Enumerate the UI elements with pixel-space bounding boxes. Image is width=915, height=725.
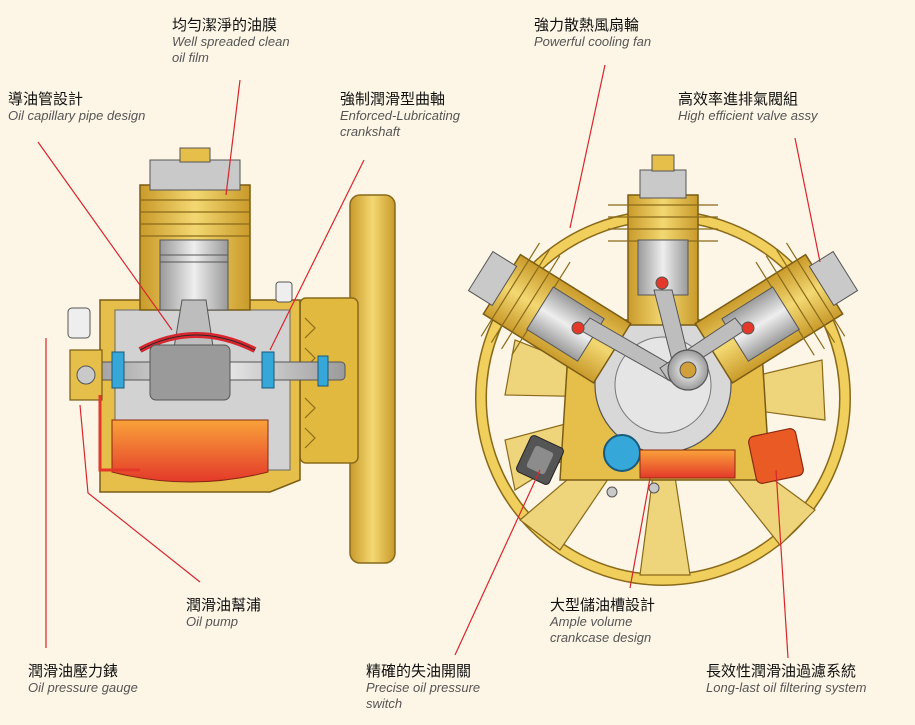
- leader-switch: [454, 469, 541, 656]
- oil-filter: [748, 428, 804, 484]
- label-pump-zh: 潤滑油幫浦: [186, 596, 262, 614]
- label-fan-en: Powerful cooling fan: [534, 34, 652, 49]
- leader-oil-film: [225, 79, 241, 196]
- leader-pump: [79, 404, 201, 583]
- leader-capillary: [37, 141, 173, 331]
- leader-valve: [794, 137, 821, 263]
- leader-fan: [569, 64, 606, 229]
- label-valve-zh: 高效率進排氣閥組: [678, 90, 799, 108]
- label-capillary-en: Oil capillary pipe design: [8, 108, 146, 123]
- leader-filter: [775, 469, 789, 659]
- cylinder-head: [149, 159, 241, 191]
- label-gauge: 潤滑油壓力錶 Oil pressure gauge: [28, 662, 138, 696]
- head-cap: [179, 147, 211, 163]
- leader-lines: [37, 64, 821, 659]
- label-pump: 潤滑油幫浦 Oil pump: [186, 596, 261, 630]
- oil-sump: [111, 419, 269, 483]
- label-fan-zh: 強力散熱風扇輪: [534, 16, 640, 34]
- pressure-gauge: [67, 307, 91, 339]
- label-crankcase-zh: 大型儲油槽設計: [550, 596, 656, 614]
- label-gauge-zh: 潤滑油壓力錶: [28, 662, 119, 680]
- leader-crankcase: [629, 477, 651, 589]
- cylinder-left: [467, 242, 632, 384]
- leader-crankshaft: [269, 159, 365, 351]
- side-section-compressor: [67, 147, 396, 564]
- bearing-right: [261, 351, 275, 389]
- label-fan: 強力散熱風扇輪 Powerful cooling fan: [534, 16, 651, 50]
- label-valve-en: High efficient valve assy: [678, 108, 818, 123]
- bearing-left: [111, 351, 125, 389]
- oil-capillary-pipe: [98, 395, 140, 472]
- front-oil-sump: [639, 449, 736, 479]
- cylinder-fins: [140, 199, 250, 237]
- label-pump-en: Oil pump: [186, 614, 239, 629]
- label-valve: 高效率進排氣閥組 High efficient valve assy: [678, 90, 817, 124]
- label-filter-zh: 長效性潤滑油過濾系統: [706, 662, 857, 680]
- label-switch-zh: 精確的失油開關: [366, 662, 472, 680]
- oil-pressure-switch: [516, 435, 564, 485]
- bearing-right-2: [317, 355, 329, 387]
- label-crankshaft-zh: 強制潤滑型曲軸: [340, 90, 446, 108]
- label-oil-film-zh: 均勻潔淨的油膜: [172, 16, 278, 34]
- label-gauge-en: Oil pressure gauge: [28, 680, 138, 695]
- dipstick: [275, 281, 293, 303]
- label-capillary: 導油管設計 Oil capillary pipe design: [8, 90, 145, 124]
- cylinder-right: [694, 242, 859, 384]
- oil-sight-glass: [603, 434, 641, 472]
- front-view-compressor: [467, 154, 859, 586]
- label-filter-en: Long-last oil filtering system: [706, 680, 867, 695]
- label-capillary-zh: 導油管設計: [8, 90, 84, 108]
- label-filter: 長效性潤滑油過濾系統 Long-last oil filtering syste…: [706, 662, 866, 696]
